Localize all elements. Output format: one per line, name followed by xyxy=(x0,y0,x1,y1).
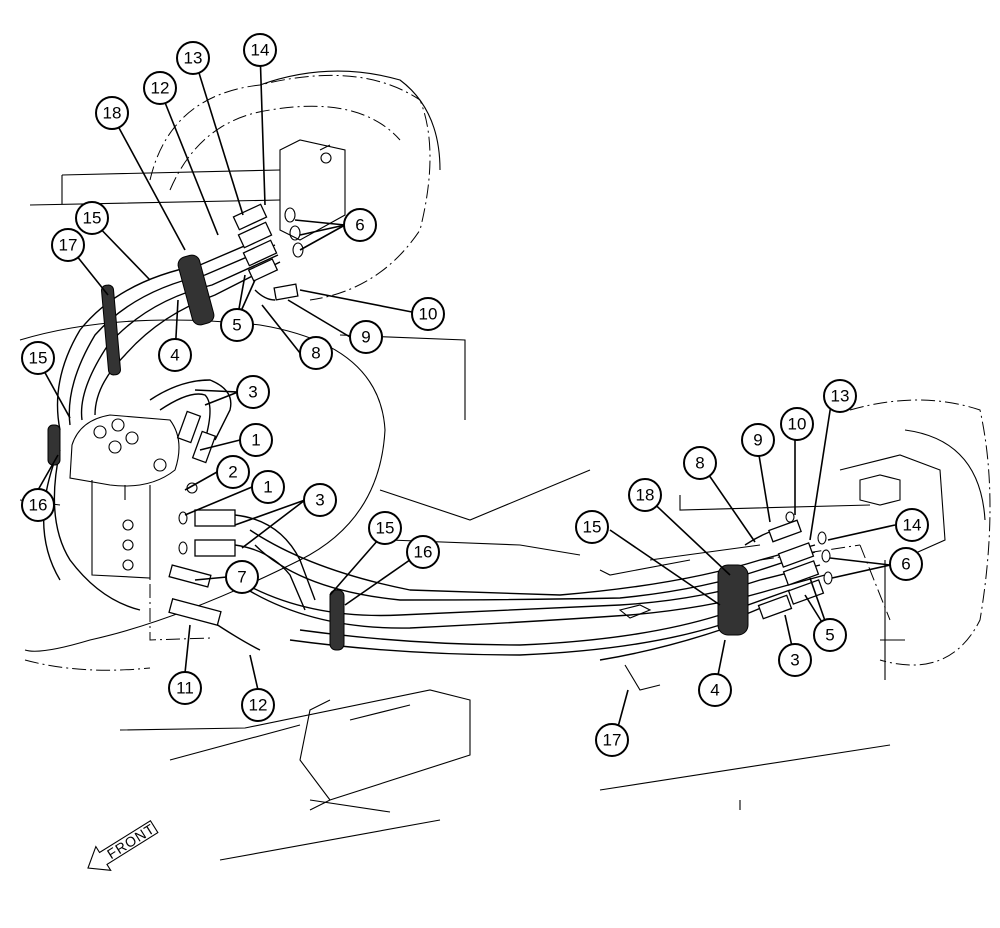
callout-10-top: 10 xyxy=(411,297,445,331)
svg-text:8: 8 xyxy=(311,344,320,363)
callout-12-bottom: 12 xyxy=(241,688,275,722)
svg-text:14: 14 xyxy=(903,516,922,535)
callout-5-right: 5 xyxy=(813,618,847,652)
clamps xyxy=(47,254,749,691)
svg-text:14: 14 xyxy=(251,41,270,60)
callout-14-top: 14 xyxy=(243,33,277,67)
callout-12-top: 12 xyxy=(143,71,177,105)
svg-text:1: 1 xyxy=(251,431,260,450)
svg-text:15: 15 xyxy=(376,519,395,538)
svg-text:7: 7 xyxy=(237,568,246,587)
svg-text:17: 17 xyxy=(59,236,78,255)
callout-7: 7 xyxy=(225,560,259,594)
callout-4-right: 4 xyxy=(698,673,732,707)
callout-1-lower: 1 xyxy=(251,470,285,504)
callout-13-right: 13 xyxy=(823,379,857,413)
callout-10-right: 10 xyxy=(780,407,814,441)
svg-text:16: 16 xyxy=(29,496,48,515)
svg-text:6: 6 xyxy=(355,216,364,235)
svg-text:9: 9 xyxy=(753,431,762,450)
svg-text:3: 3 xyxy=(248,383,257,402)
callout-4-top: 4 xyxy=(158,338,192,372)
callout-11: 11 xyxy=(168,671,202,705)
front-arrow: FRONT xyxy=(87,819,159,871)
callout-8-top: 8 xyxy=(299,336,333,370)
svg-text:3: 3 xyxy=(790,651,799,670)
callout-3-right: 3 xyxy=(778,643,812,677)
svg-text:12: 12 xyxy=(249,696,268,715)
callout-3-left-upper: 3 xyxy=(236,375,270,409)
svg-text:6: 6 xyxy=(901,555,910,574)
callout-15-top: 15 xyxy=(75,201,109,235)
callout-2: 2 xyxy=(216,455,250,489)
callout-15-left: 15 xyxy=(21,341,55,375)
svg-text:11: 11 xyxy=(176,679,194,698)
callout-6-right: 6 xyxy=(889,547,923,581)
callout-9-top: 9 xyxy=(349,320,383,354)
svg-text:5: 5 xyxy=(232,316,241,335)
callout-14-right: 14 xyxy=(895,508,929,542)
svg-text:4: 4 xyxy=(710,681,719,700)
callout-8-right: 8 xyxy=(683,446,717,480)
svg-text:3: 3 xyxy=(315,491,324,510)
svg-text:18: 18 xyxy=(636,486,655,505)
svg-text:1: 1 xyxy=(263,478,272,497)
svg-text:10: 10 xyxy=(788,415,807,434)
svg-text:15: 15 xyxy=(583,518,602,537)
svg-text:13: 13 xyxy=(184,49,203,68)
callout-9-right: 9 xyxy=(741,423,775,457)
hose-fittings xyxy=(168,203,833,627)
callout-5-top: 5 xyxy=(220,308,254,342)
callout-18-right: 18 xyxy=(628,478,662,512)
svg-text:18: 18 xyxy=(103,104,122,123)
svg-text:15: 15 xyxy=(83,209,102,228)
svg-text:13: 13 xyxy=(831,387,850,406)
front-label: FRONT xyxy=(104,820,158,862)
svg-text:15: 15 xyxy=(29,349,48,368)
callout-15-mid: 15 xyxy=(368,511,402,545)
callout-18-top: 18 xyxy=(95,96,129,130)
svg-text:9: 9 xyxy=(361,328,370,347)
svg-text:16: 16 xyxy=(414,543,433,562)
svg-text:8: 8 xyxy=(695,454,704,473)
control-valve-block xyxy=(69,414,211,641)
callouts: 14 13 12 18 15 17 6 10 5 9 4 8 15 3 1 2 … xyxy=(21,33,929,757)
svg-text:4: 4 xyxy=(170,346,179,365)
callout-1-upper: 1 xyxy=(239,423,273,457)
callout-6-top: 6 xyxy=(343,208,377,242)
callout-16-left: 16 xyxy=(21,488,55,522)
callout-17-top: 17 xyxy=(51,228,85,262)
svg-text:5: 5 xyxy=(825,626,834,645)
svg-text:10: 10 xyxy=(419,305,438,324)
svg-text:12: 12 xyxy=(151,79,170,98)
svg-text:17: 17 xyxy=(603,731,622,750)
leader-lines xyxy=(37,49,896,739)
callout-16-mid: 16 xyxy=(406,535,440,569)
callout-3-left-lower: 3 xyxy=(303,483,337,517)
callout-17-right: 17 xyxy=(595,723,629,757)
callout-15-right: 15 xyxy=(575,510,609,544)
callout-13-top: 13 xyxy=(176,41,210,75)
svg-text:2: 2 xyxy=(228,463,237,482)
